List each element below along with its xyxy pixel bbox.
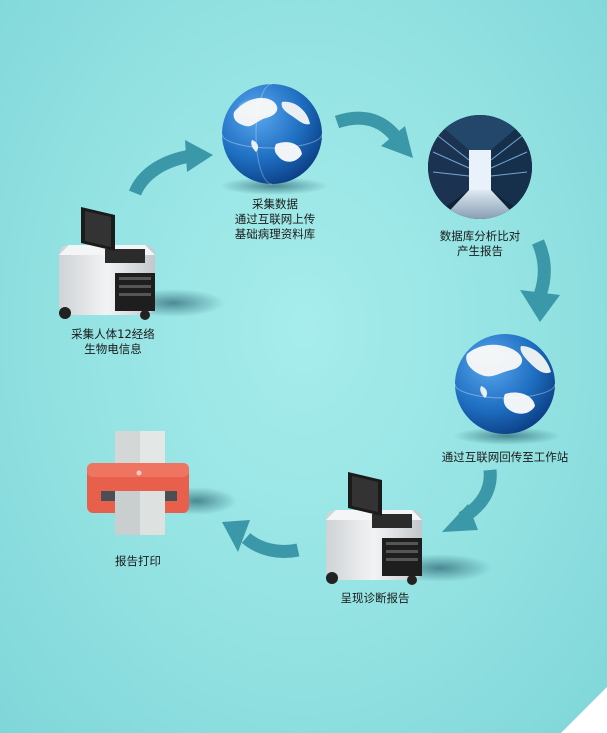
collect-signal-line2: 生物电信息 <box>84 342 142 356</box>
step-label-return-workstation: 通过互联网回传至工作站 <box>415 450 595 465</box>
collect-signal-line1: 采集人体12经络 <box>71 327 155 341</box>
globe-icon <box>220 83 328 195</box>
curved-arrow-icon <box>334 111 413 158</box>
step-label-database-analysis: 数据库分析比对 产生报告 <box>405 229 555 259</box>
collect-upload-line3: 基础病理资料库 <box>234 227 316 241</box>
present-diagnosis-line1: 呈现诊断报告 <box>340 591 410 605</box>
collect-upload-line1: 采集数据 <box>252 197 298 211</box>
print-report-line1: 报告打印 <box>115 554 161 568</box>
medical-terminal-icon <box>59 207 225 320</box>
step-label-print-report: 报告打印 <box>88 554 188 569</box>
curved-arrow-icon <box>442 469 497 532</box>
curved-arrow-icon <box>222 520 300 558</box>
collect-upload-line2: 通过互联网上传 <box>234 212 316 226</box>
step-label-collect-upload: 采集数据 通过互联网上传 基础病理资料库 <box>195 197 355 242</box>
medical-terminal-icon <box>326 472 492 585</box>
database-analysis-line1: 数据库分析比对 <box>439 229 521 243</box>
step-label-collect-signal: 采集人体12经络 生物电信息 <box>38 327 188 357</box>
step-label-present-diagnosis: 呈现诊断报告 <box>300 591 450 606</box>
curved-arrow-icon <box>520 239 560 322</box>
database-analysis-line2: 产生报告 <box>457 244 503 258</box>
server-room-icon <box>428 115 532 219</box>
curved-arrow-icon <box>128 140 213 196</box>
page-corner-fold <box>561 687 607 733</box>
printer-icon <box>87 431 237 535</box>
return-workstation-line1: 通过互联网回传至工作站 <box>441 450 569 464</box>
globe-icon <box>453 334 561 445</box>
